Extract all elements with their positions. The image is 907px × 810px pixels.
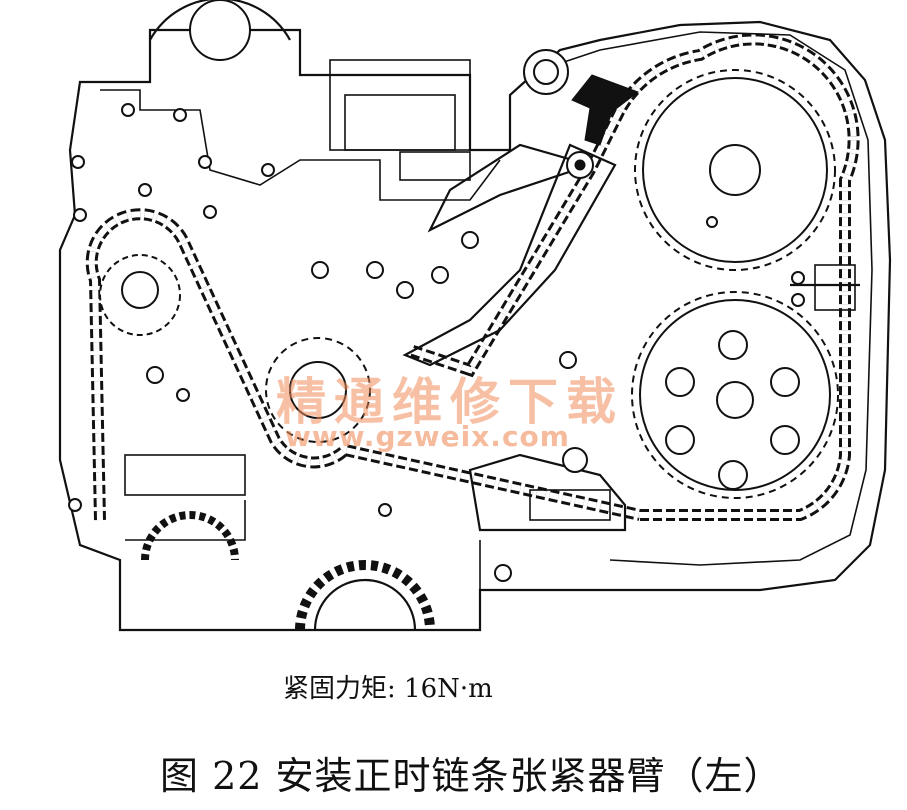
- cam-gear-lower-hole-3: [770, 367, 800, 397]
- case-bolt-10: [146, 366, 164, 384]
- head-block: [329, 59, 471, 151]
- right-chain-loop-inner: [409, 36, 857, 518]
- cam-gear-lower-hole-1: [718, 330, 748, 360]
- case-bolt-4: [138, 183, 152, 197]
- lower-right-frame: [479, 540, 600, 591]
- case-bolt-15: [461, 231, 479, 249]
- inner-case-right: [539, 31, 873, 566]
- crank-sprocket-rim: [313, 578, 417, 631]
- case-bolt-18: [68, 498, 82, 512]
- cam-gear-lower-hub: [716, 381, 754, 419]
- upper-boss-inner: [533, 59, 559, 85]
- lower-left-block: [124, 454, 246, 496]
- cam-gear-upper-hub: [709, 144, 761, 196]
- figure-caption: 图 22 安装正时链条张紧器臂（左）: [160, 754, 783, 798]
- middle-sprocket-hub: [289, 361, 347, 419]
- case-bolt-1: [71, 155, 85, 169]
- tensioner-pivot-inner: [574, 159, 586, 171]
- case-bolt-12: [366, 261, 384, 279]
- watermark-text: 精通维修下载: [276, 373, 624, 431]
- case-bolt-21: [791, 293, 805, 307]
- right-bracket: [814, 264, 856, 311]
- crank-sprocket: [295, 560, 435, 631]
- case-bolt-19: [378, 503, 392, 517]
- guide-arm: [427, 143, 594, 233]
- bottom-left-gear: [141, 511, 239, 561]
- left-sprocket-hub: [121, 271, 159, 309]
- watermark-url: www.gzweix.com: [285, 420, 570, 453]
- cam-gear-lower-hole-5: [770, 425, 800, 455]
- top-pulley-arc: [149, 0, 291, 41]
- pointer-arrow: [571, 74, 640, 146]
- case-bolt-17: [494, 564, 512, 582]
- case-bolt-20: [791, 271, 805, 285]
- head-block-inner: [344, 94, 456, 151]
- lower-tensioner-body: [468, 453, 627, 532]
- case-bolt-6: [173, 108, 187, 122]
- left-chain-loop-inner: [88, 211, 641, 521]
- case-bolt-14: [431, 266, 449, 284]
- torque-spec: 紧固力矩: 16N·m: [283, 674, 493, 704]
- boss-block: [399, 151, 471, 181]
- timing-chain-diagram: [58, 0, 892, 632]
- tensioner-arm: [402, 143, 617, 367]
- top-pulley-hub: [189, 0, 251, 61]
- case-bolt-7: [198, 155, 212, 169]
- case-bolt-9: [311, 261, 329, 279]
- case-bolt-13: [396, 281, 414, 299]
- cam-gear-lower-hole-2: [665, 367, 695, 397]
- lower-left-frame: [125, 500, 246, 541]
- tensioner-plunger: [529, 489, 611, 521]
- case-bolt-3: [203, 205, 217, 219]
- case-bolt-2: [73, 208, 87, 222]
- case-bolt-11: [176, 388, 190, 402]
- cam-gear-lower-hole-4: [665, 425, 695, 455]
- cam-gear-upper-bolt: [706, 216, 718, 228]
- case-bolt-16: [559, 351, 577, 369]
- tensioner-bolt: [562, 447, 588, 473]
- case-bolt-8: [261, 163, 275, 177]
- inner-case-outline: [100, 89, 501, 201]
- case-bolt-5: [121, 103, 135, 117]
- cam-gear-lower-hole-6: [718, 460, 748, 490]
